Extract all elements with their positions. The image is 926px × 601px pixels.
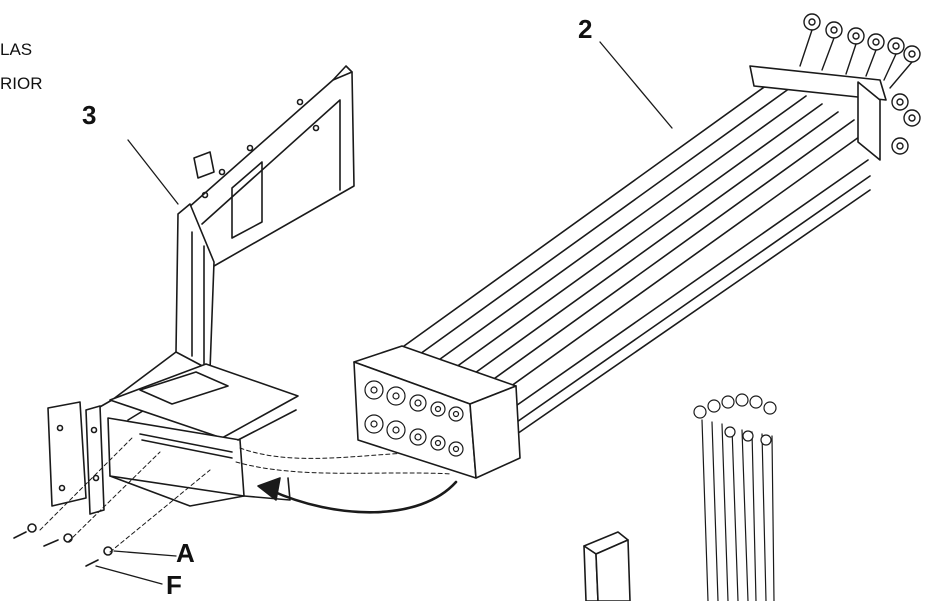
leader-lines <box>95 41 673 585</box>
partial-label-line2: RIOR <box>0 74 43 93</box>
callout-hardware-f: F <box>166 570 182 600</box>
callout-part-2: 2 <box>578 14 593 44</box>
cable-bundle-part-2 <box>353 13 921 479</box>
callout-part-3: 3 <box>82 100 97 130</box>
assembly-arrow <box>257 477 458 514</box>
fasteners <box>13 523 113 567</box>
cable-bundle-detail <box>693 393 777 601</box>
bracket-part-3 <box>47 65 355 515</box>
partial-label-line1: LAS <box>0 40 33 59</box>
callout-hardware-a: A <box>176 538 195 568</box>
channel-piece <box>583 531 631 601</box>
